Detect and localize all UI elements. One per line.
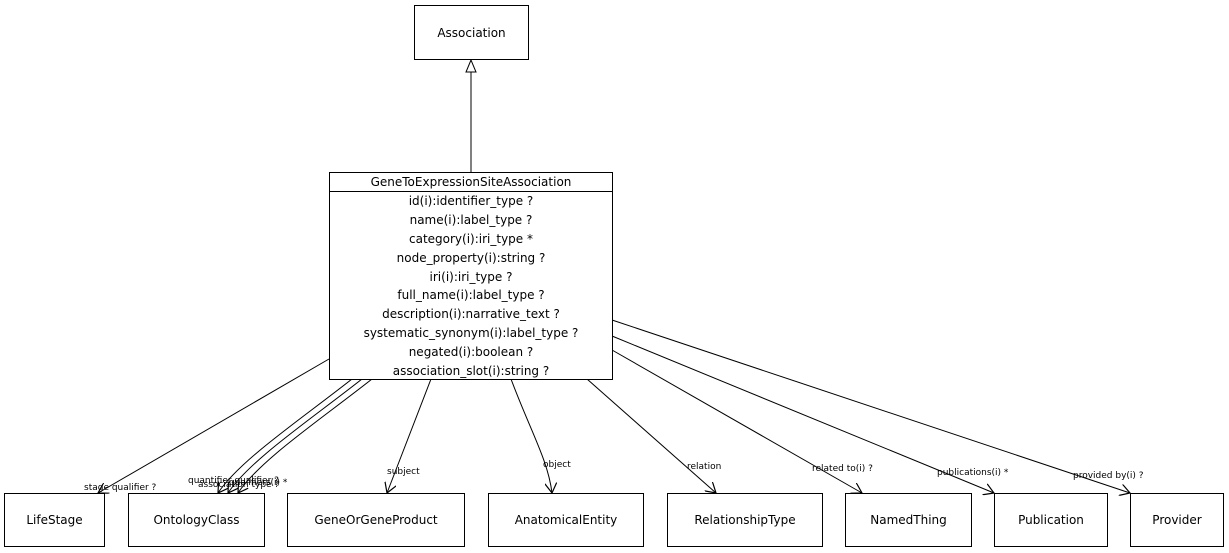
edge-label-association-type: association type ?	[198, 480, 280, 490]
edge-subject	[387, 378, 432, 493]
edge-label-related-to: related to(i) ?	[812, 464, 873, 474]
class-provider[interactable]: Provider	[1130, 493, 1224, 547]
class-anatomical-entity[interactable]: AnatomicalEntity	[488, 493, 644, 547]
attribute-row: name(i):label_type ?	[409, 212, 533, 227]
class-association-label: Association	[437, 25, 506, 40]
attribute-row: id(i):identifier_type ?	[408, 194, 534, 208]
attribute-row: negated(i):boolean ?	[408, 345, 534, 360]
edge-related-to	[611, 349, 862, 493]
attribute-row: category(i):iri_type *	[409, 231, 533, 246]
class-gene-to-expression-site-association[interactable]: GeneToExpressionSiteAssociation id(i):id…	[329, 172, 613, 380]
edge-association-type	[228, 378, 363, 493]
attribute-row: description(i):narrative_text ?	[382, 307, 560, 322]
edge-stage-qualifier	[98, 358, 330, 493]
class-gene-or-gene-product[interactable]: GeneOrGeneProduct	[287, 493, 465, 547]
edge-object	[510, 378, 552, 493]
class-relationship-type[interactable]: RelationshipType	[667, 493, 823, 547]
attribute-row: iri(i):iri_type ?	[429, 269, 513, 284]
class-gene-or-gene-product-label: GeneOrGeneProduct	[314, 513, 438, 527]
edge-label-qualifiers: qualifiers(i) *	[229, 478, 288, 488]
class-association[interactable]: Association	[414, 5, 529, 60]
edge-qualifiers	[238, 378, 373, 493]
class-life-stage[interactable]: LifeStage	[4, 493, 105, 547]
attribute-row: node_property(i):string ?	[396, 250, 546, 265]
attribute-row: systematic_synonym(i):label_type ?	[363, 326, 579, 341]
attribute-row: full_name(i):label_type ?	[397, 288, 545, 303]
inheritance-arrowhead	[465, 58, 477, 73]
edge-quantifier-qualifier	[218, 378, 353, 493]
class-life-stage-label: LifeStage	[26, 513, 83, 527]
class-provider-label: Provider	[1152, 513, 1202, 527]
class-ontology-class-label: OntologyClass	[153, 513, 240, 527]
class-publication-label: Publication	[1018, 513, 1084, 527]
edge-label-object: object	[543, 460, 571, 470]
class-named-thing[interactable]: NamedThing	[845, 493, 972, 547]
class-named-thing-label: NamedThing	[870, 513, 947, 527]
edge-relation	[586, 378, 716, 493]
class-title: GeneToExpressionSiteAssociation	[330, 173, 612, 192]
edge-label-publications: publications(i) *	[937, 468, 1009, 478]
class-publication[interactable]: Publication	[994, 493, 1108, 547]
edge-label-stage-qualifier: stage qualifier ?	[84, 483, 157, 493]
class-ontology-class[interactable]: OntologyClass	[128, 493, 265, 547]
edge-label-quantifier-qualifier: quantifier qualifier ?	[188, 476, 279, 486]
edge-publications	[611, 335, 994, 493]
edge-label-subject: subject	[387, 467, 420, 477]
edge-label-relation: relation	[687, 462, 722, 472]
class-relationship-type-label: RelationshipType	[694, 513, 796, 527]
edge-provided-by	[611, 319, 1130, 493]
class-anatomical-entity-label: AnatomicalEntity	[514, 513, 618, 527]
edge-label-provided-by: provided by(i) ?	[1073, 471, 1144, 481]
attribute-row: association_slot(i):string ?	[392, 364, 550, 379]
